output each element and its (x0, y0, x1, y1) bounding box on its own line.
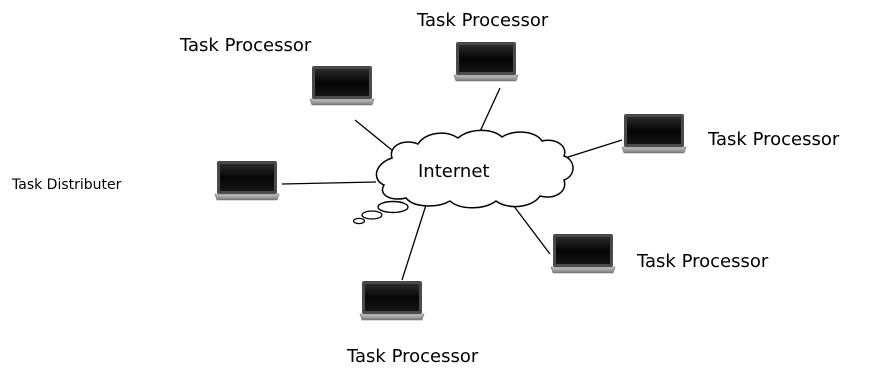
laptop-base (453, 74, 519, 82)
processor-label-right: Task Processor (708, 129, 840, 150)
laptop-screen (556, 237, 610, 264)
link-processor-right (564, 139, 623, 159)
distributer-label: Task Distributer (12, 177, 122, 193)
link-processor-top-left (354, 119, 399, 156)
processor-label-top-left: Task Processor (180, 35, 312, 56)
cloud-bubble-small (352, 217, 366, 225)
laptop-processor-lower-right-icon (550, 234, 616, 274)
laptop-screen (627, 117, 681, 144)
laptop-base (550, 266, 616, 274)
laptops (214, 42, 687, 321)
laptop-screen (459, 45, 513, 72)
laptop-distributer-icon (214, 161, 280, 201)
laptop-processor-right-icon (621, 114, 687, 154)
laptop-processor-top-icon (453, 42, 519, 82)
processor-label-bottom: Task Processor (347, 346, 479, 367)
laptop-processor-bottom-icon (359, 281, 425, 321)
link-processor-bottom (401, 204, 427, 281)
laptop-processor-top-left-icon (309, 66, 375, 106)
cloud-bubble-medium (361, 210, 383, 220)
laptop-screen (220, 164, 274, 191)
processor-label-lower-right: Task Processor (637, 251, 769, 272)
internet-label: Internet (418, 161, 490, 182)
laptop-base (214, 193, 280, 201)
laptop-base (359, 313, 425, 321)
cloud-bubble-large (377, 200, 409, 214)
processor-label-top: Task Processor (417, 10, 549, 31)
laptop-base (309, 98, 375, 106)
laptop-base (621, 146, 687, 154)
laptop-screen (365, 284, 419, 311)
link-distributer (281, 181, 377, 185)
laptop-screen (315, 69, 369, 96)
internet-cloud-icon (352, 129, 574, 225)
